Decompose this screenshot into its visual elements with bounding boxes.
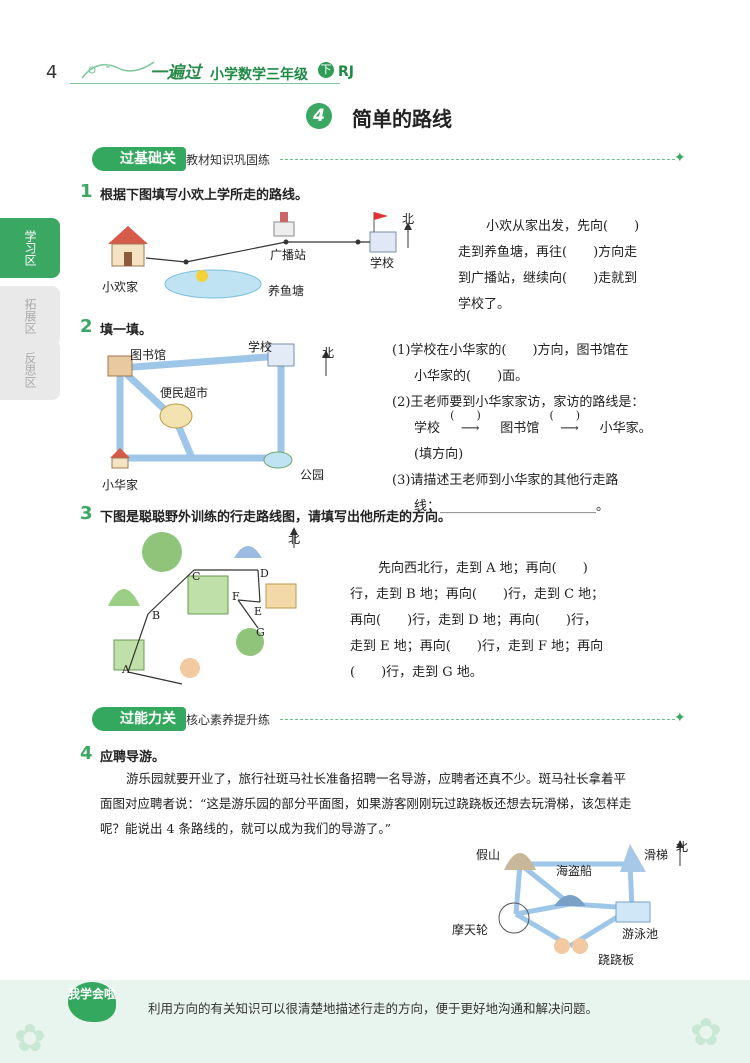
- q3-line: ( )行，走到 G 地。: [350, 665, 483, 680]
- q4-line: 游乐园就要开业了，旅行社斑马社长准备招聘一名导游，应聘者还真不少。斑马社长拿着平: [126, 771, 627, 786]
- q3-line: 走到 E 地；再向( )行，走到 F 地；再向: [350, 639, 604, 654]
- section-basic: 过基础关 教材知识巩固练 ✦: [80, 147, 686, 171]
- tab-expand-area[interactable]: 拓展区: [0, 286, 60, 346]
- q4-number: 4: [80, 743, 93, 764]
- q2-part1-line: (1)学校在小华家的( )方向，图书馆在: [392, 343, 629, 358]
- q1-line: 到广播站，继续向( )走就到: [458, 271, 638, 286]
- arrow-right-icon: ⟶: [460, 421, 480, 436]
- q3-route-map: [108, 527, 298, 685]
- q3-number: 3: [80, 503, 93, 524]
- q3-point-label: G: [256, 626, 265, 639]
- q2-route-map: [107, 343, 330, 469]
- brand-logo: 一遍过: [150, 63, 201, 83]
- star-icon: ✦: [674, 710, 686, 726]
- q3-point-label: C: [192, 570, 201, 583]
- q4-label-north: 北: [676, 840, 689, 854]
- section-ability: 过能力关 核心素养提升练 ✦: [80, 707, 686, 731]
- q4-label-slide: 滑梯: [644, 848, 669, 862]
- q4-label-seesaw: 跷跷板: [598, 953, 635, 967]
- edition-label: RJ: [338, 64, 354, 80]
- q4-label-pool: 游泳池: [622, 927, 659, 941]
- q1-label-home: 小欢家: [102, 280, 139, 294]
- arrow-right-icon: ⟶: [560, 421, 579, 436]
- q1-prompt: 根据下图填写小欢上学所走的路线。: [100, 188, 309, 203]
- q3-label-north: 北: [288, 532, 301, 546]
- q3-point-label: A: [122, 663, 130, 676]
- q4-label-ferris-wheel: 摩天轮: [452, 923, 489, 937]
- q2-arrow-blank: ( ): [450, 409, 481, 422]
- tab-reflect-area[interactable]: 反思区: [0, 340, 60, 400]
- section-divider: [280, 159, 675, 161]
- q2-prompt: 填一填。: [100, 323, 153, 338]
- q1-line: 小欢从家出发，先向( ): [486, 219, 640, 234]
- q4-prompt: 应聘导游。: [100, 750, 166, 765]
- tab-study-area[interactable]: 学习区: [0, 218, 60, 278]
- q2-part3-line: 线：________________________。: [414, 499, 610, 514]
- q2-route-start: 学校: [414, 421, 441, 436]
- header-decoration-icon: [81, 61, 155, 79]
- q2-route-end: 小华家。: [599, 421, 652, 436]
- q2-label-park: 公园: [300, 468, 325, 482]
- q4-label-pirate-ship: 海盗船: [556, 864, 593, 878]
- header-title: 小学数学三年级: [210, 67, 308, 83]
- q2-part2-note: (填方向): [414, 447, 464, 462]
- q2-label-market: 便民超市: [160, 386, 209, 400]
- header-divider: [70, 83, 340, 84]
- q2-arrow-blank: ( ): [549, 409, 581, 422]
- section-basic-subtitle: 教材知识巩固练: [186, 153, 271, 167]
- q1-label-north: 北: [402, 212, 415, 226]
- q3-line: 再向( )行，走到 D 地；再向( )行，: [350, 613, 597, 628]
- q3-point-label: D: [260, 567, 269, 580]
- q1-line: 走到养鱼塘，再往( )方向走: [458, 245, 638, 260]
- q1-label-pond: 养鱼塘: [268, 284, 305, 298]
- grade-badge: 下: [318, 62, 334, 78]
- lesson-title: 简单的路线: [352, 107, 452, 131]
- q2-route-arrow: ( ) ⟶: [543, 409, 595, 442]
- star-decoration-icon: ✿: [14, 1016, 46, 1060]
- q4-line: 呢？能说出 4 条路线的，就可以成为我们的导游了。”: [100, 821, 392, 836]
- footer-text: 利用方向的有关知识可以很清楚地描述行走的方向，便于更好地沟通和解决问题。: [148, 1001, 599, 1016]
- footer-band: [0, 980, 750, 1063]
- section-ability-tag: 过能力关: [92, 707, 186, 731]
- q3-point-label: F: [232, 590, 240, 603]
- q4-label-rockery: 假山: [476, 848, 501, 862]
- q2-route-arrow: ( ) ⟶: [444, 409, 496, 442]
- section-ability-subtitle: 核心素养提升练: [186, 713, 271, 727]
- footer-badge: 我学会啦: [68, 982, 116, 1022]
- q2-part1-line: 小华家的( )面。: [414, 369, 529, 384]
- q2-route-row: 学校 ( ) ⟶ 图书馆 ( ) ⟶ 小华家。: [392, 409, 692, 442]
- q2-number: 2: [80, 316, 93, 337]
- q2-part3-line: (3)请描述王老师到小华家的其他行走路: [392, 473, 619, 488]
- q2-label-home: 小华家: [102, 478, 139, 492]
- q2-label-library: 图书馆: [130, 348, 167, 362]
- lesson-number-badge: 4: [306, 103, 332, 129]
- q2-part2-line: (2)王老师要到小华家家访，家访的路线是：: [392, 395, 645, 410]
- q4-park-map: [498, 840, 684, 954]
- q3-line: 行，走到 B 地；再向( )行，走到 C 地；: [350, 587, 605, 602]
- q2-label-school: 学校: [248, 340, 273, 354]
- star-decoration-icon: ✿: [690, 1010, 722, 1054]
- q1-line: 学校了。: [458, 297, 511, 312]
- q1-label-school: 学校: [370, 256, 395, 270]
- q4-line: 面图对应聘者说：“这是游乐园的部分平面图，如果游客刚刚玩过跷跷板还想去玩滑梯，该…: [100, 796, 632, 811]
- q3-prompt: 下图是聪聪野外训练的行走路线图，请填写出他所走的方向。: [100, 510, 452, 525]
- q3-point-label: B: [152, 609, 161, 622]
- section-divider: [280, 719, 675, 721]
- q2-label-north: 北: [322, 346, 335, 360]
- section-basic-tag: 过基础关: [92, 147, 186, 171]
- q3-point-label: E: [254, 605, 263, 618]
- q1-route-map: [108, 212, 412, 299]
- q2-route-mid: 图书馆: [500, 421, 540, 436]
- q1-number: 1: [80, 181, 93, 202]
- page-number: 4: [46, 62, 58, 83]
- q3-line: 先向西北行，走到 A 地；再向( ): [378, 561, 588, 576]
- q1-label-station: 广播站: [270, 248, 307, 262]
- star-icon: ✦: [674, 150, 686, 166]
